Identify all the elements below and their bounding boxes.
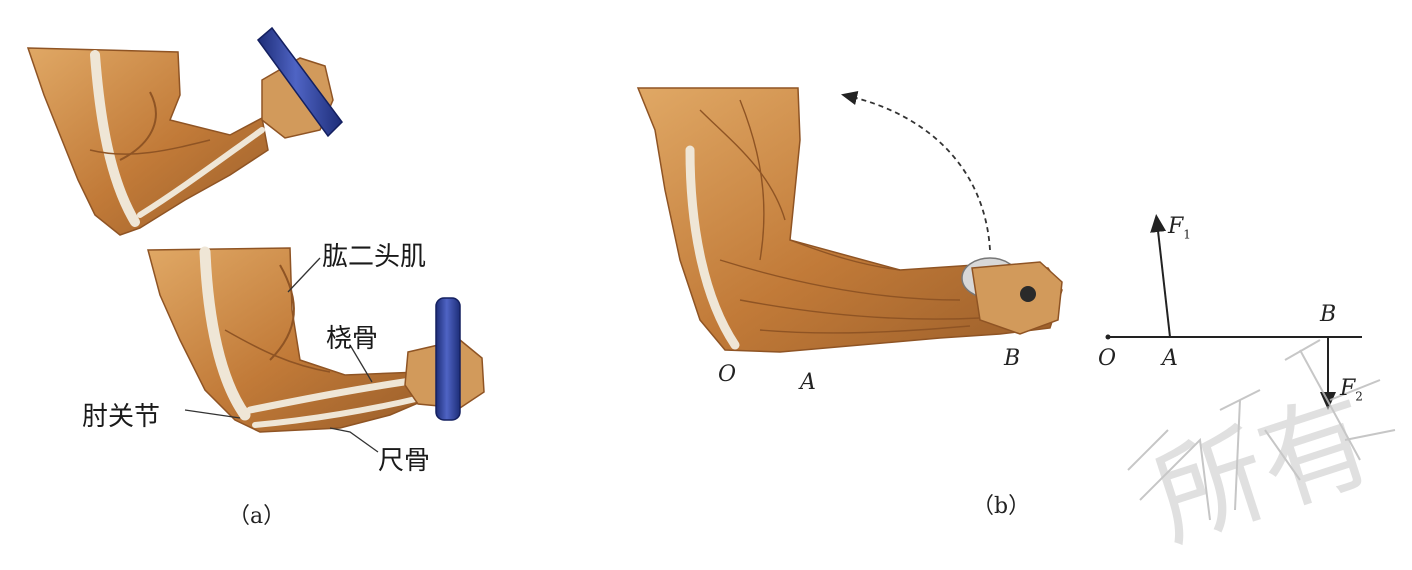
arm-point-a: A [800, 370, 816, 395]
lever-diagram [1105, 214, 1362, 410]
lever-point-o: O [1098, 346, 1117, 371]
label-elbow-joint: 肘关节 [82, 402, 161, 432]
label-radius: 桡骨 [326, 324, 379, 354]
label-ulna: 尺骨 [378, 446, 431, 476]
arm-b [636, 87, 1063, 353]
force-f1-arrow [1150, 214, 1171, 338]
caption-a: （a） [228, 504, 286, 529]
diagram-canvas [26, 26, 1396, 521]
label-biceps: 肱二头肌 [322, 242, 427, 272]
watermark-strokes [1127, 339, 1396, 521]
dumbbell-a-top [256, 26, 343, 138]
arm-point-b: B [1004, 346, 1021, 371]
lever-point-a: A [1162, 346, 1178, 371]
leader-lines-a [184, 257, 379, 453]
caption-b: （b） [972, 494, 1031, 519]
rotation-arrow [840, 91, 991, 251]
lever-point-b: B [1320, 302, 1337, 327]
arm-a-top [26, 47, 269, 236]
arm-a-bottom [147, 246, 426, 433]
force-f2-label: F2 [1340, 376, 1363, 404]
fist-b [961, 257, 1063, 335]
arm-point-o: O [718, 362, 737, 387]
dumbbell-a-bottom [435, 297, 461, 421]
force-f1-label: F1 [1168, 214, 1191, 242]
figure: 肱二头肌 桡骨 肘关节 尺骨 （a） O A B O A B F1 F2 （b）… [26, 26, 1396, 564]
